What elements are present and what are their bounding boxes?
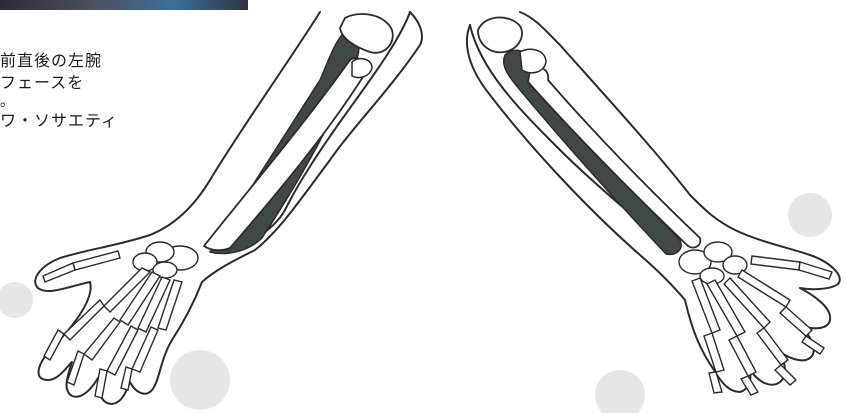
right-radius <box>528 68 700 248</box>
right-hand-bones <box>679 242 832 395</box>
right-elbow-bone <box>478 17 522 52</box>
left-radius <box>204 58 366 250</box>
right-radius-head <box>520 49 546 73</box>
left-radius-head <box>352 59 372 78</box>
